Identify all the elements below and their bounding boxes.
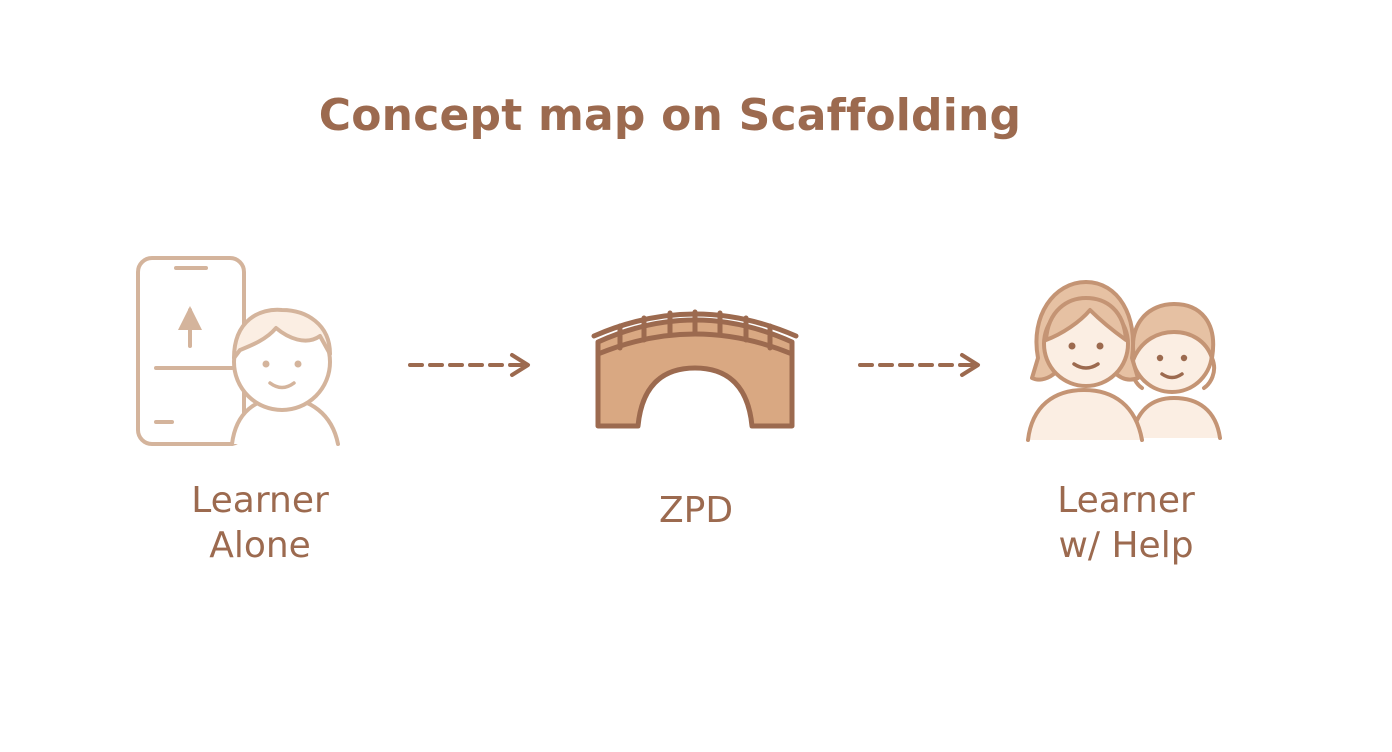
two-people-icon (1026, 280, 1222, 442)
node-label-line: Alone (209, 525, 311, 566)
node-label-zpd: ZPD (576, 488, 816, 533)
dashed-arrow-2 (858, 353, 980, 377)
node-label-line: Learner (1057, 480, 1195, 521)
node-label-line: ZPD (658, 490, 734, 531)
bridge-icon (591, 309, 799, 429)
node-label-learner-alone: Learner Alone (140, 478, 380, 568)
person-with-tablet-icon (136, 256, 340, 446)
node-label-line: w/ Help (1058, 525, 1194, 566)
node-label-line: Learner (191, 480, 329, 521)
dashed-arrow-1 (408, 353, 530, 377)
node-label-learner-with-help: Learner w/ Help (1006, 478, 1246, 568)
diagram-title: Concept map on Scaffolding (318, 90, 1022, 141)
